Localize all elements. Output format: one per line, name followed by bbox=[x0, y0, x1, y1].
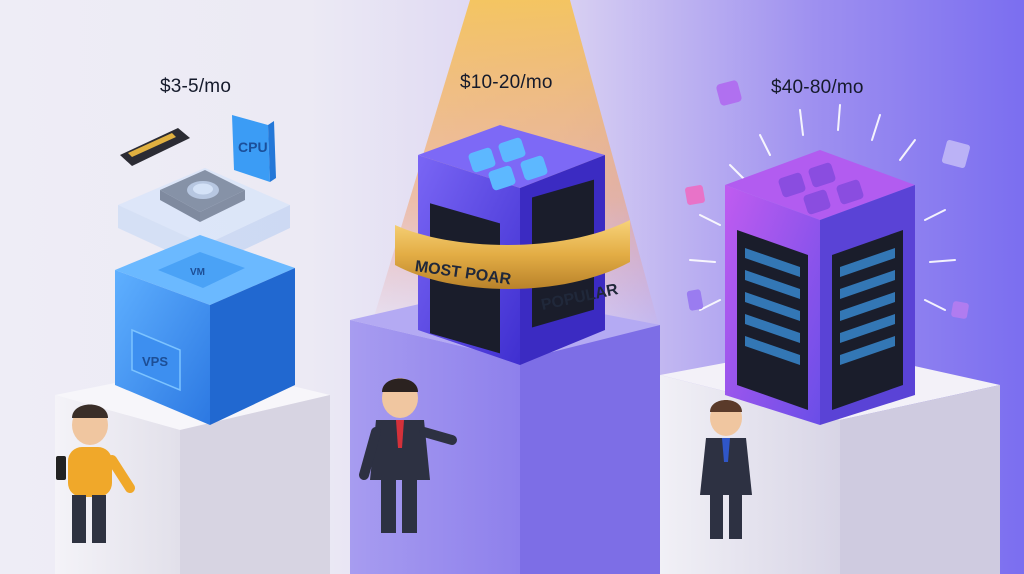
server-rack-middle bbox=[418, 125, 605, 365]
person-suit-center bbox=[359, 378, 457, 533]
server-top-icons bbox=[778, 162, 864, 215]
person-suit-right bbox=[700, 400, 752, 539]
server-rack-right bbox=[725, 150, 915, 425]
price-basic: $3-5/mo bbox=[160, 76, 232, 97]
cpu-label-tile: CPU bbox=[232, 115, 276, 182]
price-premium: $40-80/mo bbox=[771, 77, 864, 98]
svg-text:VM: VM bbox=[190, 267, 205, 278]
floating-tiles bbox=[685, 80, 971, 319]
svg-text:VPS: VPS bbox=[142, 354, 168, 369]
svg-text:CPU: CPU bbox=[238, 139, 268, 155]
person-casual bbox=[56, 404, 135, 543]
server-top-icons bbox=[468, 137, 548, 191]
sparkle-burst-icon bbox=[689, 104, 956, 311]
price-popular: $10-20/mo bbox=[460, 72, 553, 93]
ram-stick-icon bbox=[120, 128, 190, 166]
vps-cube: VM VPS bbox=[115, 235, 295, 425]
